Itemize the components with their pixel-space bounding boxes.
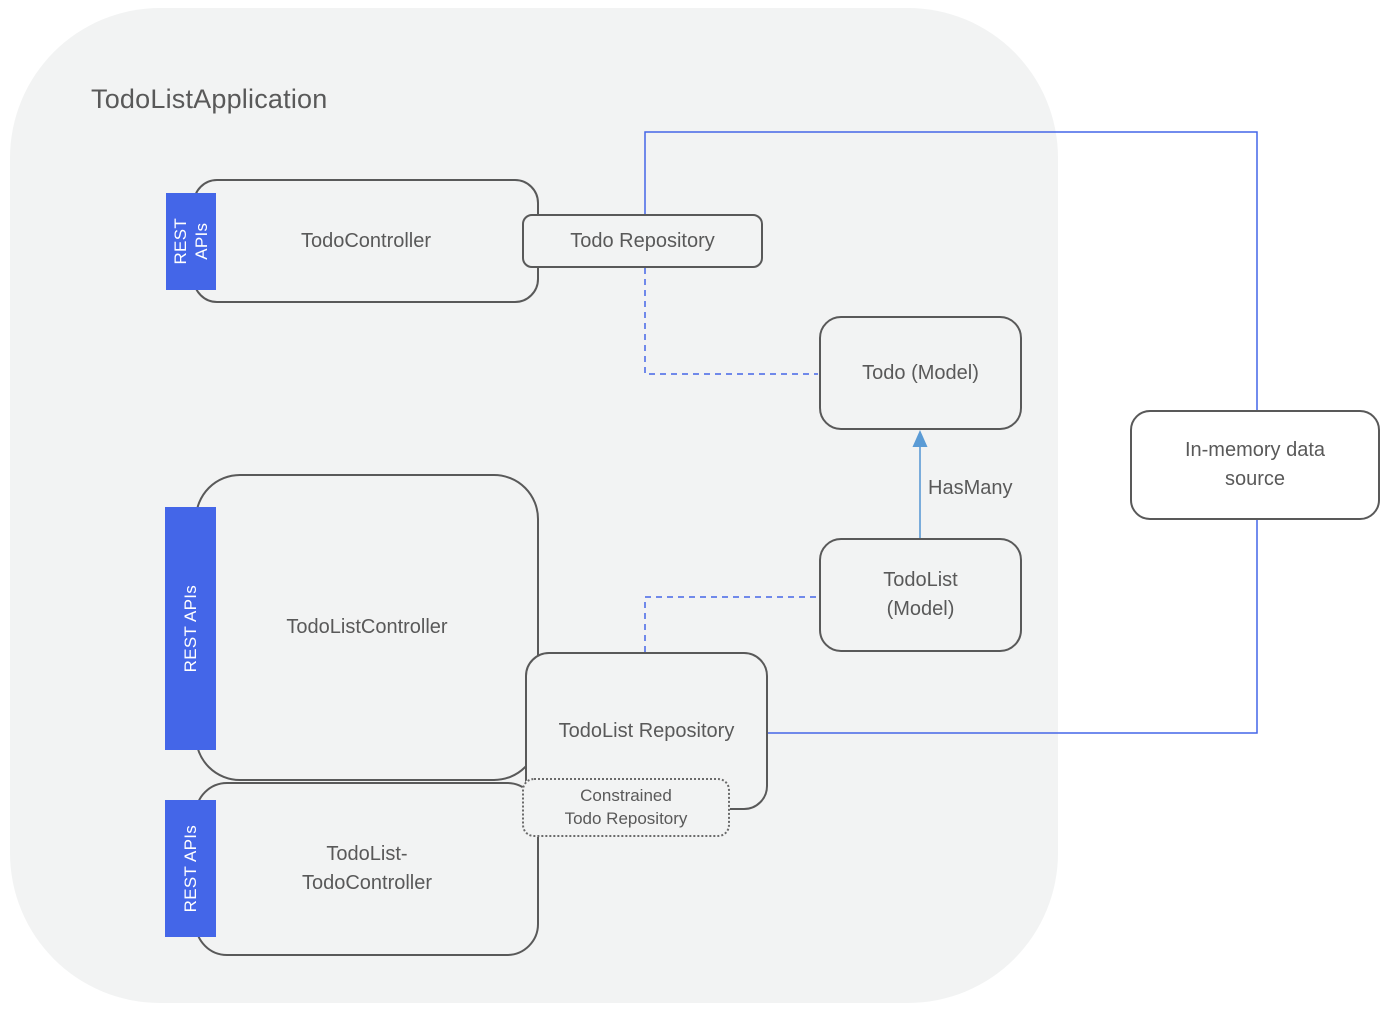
rest-apis-badge-todo-controller-text: REST APIs xyxy=(170,218,213,265)
node-todolist-todo-controller: TodoList- TodoController xyxy=(195,782,539,956)
node-in-memory-data-source-label-line1: In-memory data xyxy=(1184,439,1326,461)
rest-apis-badge-line2: APIs xyxy=(191,222,211,261)
node-todolist-todo-controller-label-line2: TodoController xyxy=(301,872,433,894)
node-constrained-todo-repository-label-line2: Todo Repository xyxy=(564,808,688,828)
rest-apis-badge-line1: REST xyxy=(170,218,190,265)
node-todo-model-label: Todo (Model) xyxy=(862,361,979,384)
node-todo-repository-label: Todo Repository xyxy=(570,229,715,252)
node-in-memory-data-source-label-line2: source xyxy=(1224,468,1286,490)
node-todo-model: Todo (Model) xyxy=(819,316,1022,430)
node-todolist-model-label-line1: TodoList xyxy=(883,569,958,591)
node-todolist-controller-label: TodoListController xyxy=(286,616,448,638)
node-todolist-repository-label: TodoList Repository xyxy=(558,719,735,742)
node-todo-controller: TodoController xyxy=(193,179,539,303)
node-todo-repository: Todo Repository xyxy=(522,214,763,268)
node-constrained-todo-repository: Constrained Todo Repository xyxy=(522,778,730,837)
node-in-memory-data-source: In-memory data source xyxy=(1130,410,1380,520)
node-todolist-todo-controller-label-line1: TodoList- xyxy=(326,843,408,865)
node-constrained-todo-repository-label-line1: Constrained xyxy=(580,786,672,806)
node-todolist-model-label-line2: (Model) xyxy=(886,598,955,620)
node-todolist-model: TodoList (Model) xyxy=(819,538,1022,652)
rest-apis-badge-todolist-controller-text: REST APIs xyxy=(180,584,200,673)
rest-apis-badge-todolist-todo-controller: REST APIs xyxy=(165,800,216,937)
rest-apis-badge-todo-controller: REST APIs xyxy=(166,193,216,290)
rest-apis-badge-todolist-todo-controller-text: REST APIs xyxy=(180,824,200,913)
rest-apis-badge-todolist-controller: REST APIs xyxy=(165,507,216,750)
node-todo-controller-label: TodoController xyxy=(300,229,432,252)
app-boundary-title: TodoListApplication xyxy=(91,84,328,114)
hasmany-relation-label: HasMany xyxy=(928,477,1013,499)
node-todolist-controller: TodoListController xyxy=(195,474,539,781)
